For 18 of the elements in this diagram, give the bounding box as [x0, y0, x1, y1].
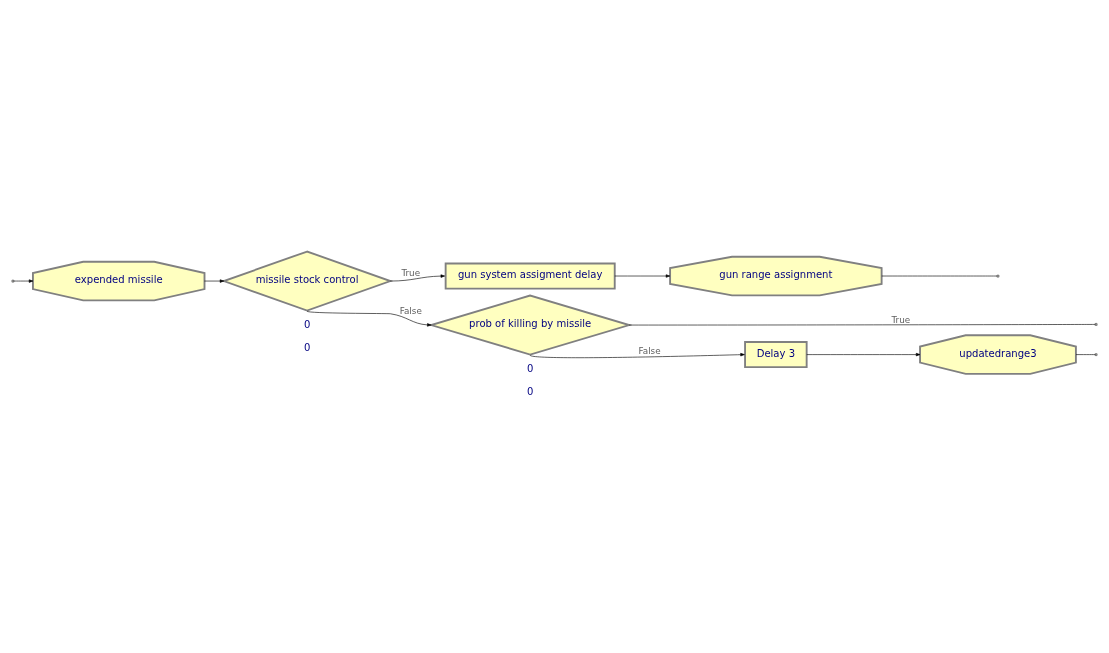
node-label: 0	[526, 386, 534, 398]
edge-label: False	[399, 305, 422, 316]
connector	[1075, 354, 1096, 355]
arrow	[306, 310, 432, 327]
edge-label: True	[401, 268, 421, 279]
arrow	[390, 274, 445, 282]
node-label: 0	[303, 342, 311, 354]
arrow	[529, 353, 745, 359]
node-box: gun system assigment delay	[444, 262, 616, 290]
arrow	[806, 352, 921, 357]
node-label: 0	[526, 363, 534, 375]
node-box: Delay 3	[744, 341, 808, 369]
arrow	[13, 279, 34, 283]
arrow	[614, 274, 671, 278]
edge-label: False	[638, 346, 661, 357]
edge-label: True	[891, 314, 911, 325]
node-label: 0	[303, 319, 311, 331]
arrow	[204, 279, 225, 283]
